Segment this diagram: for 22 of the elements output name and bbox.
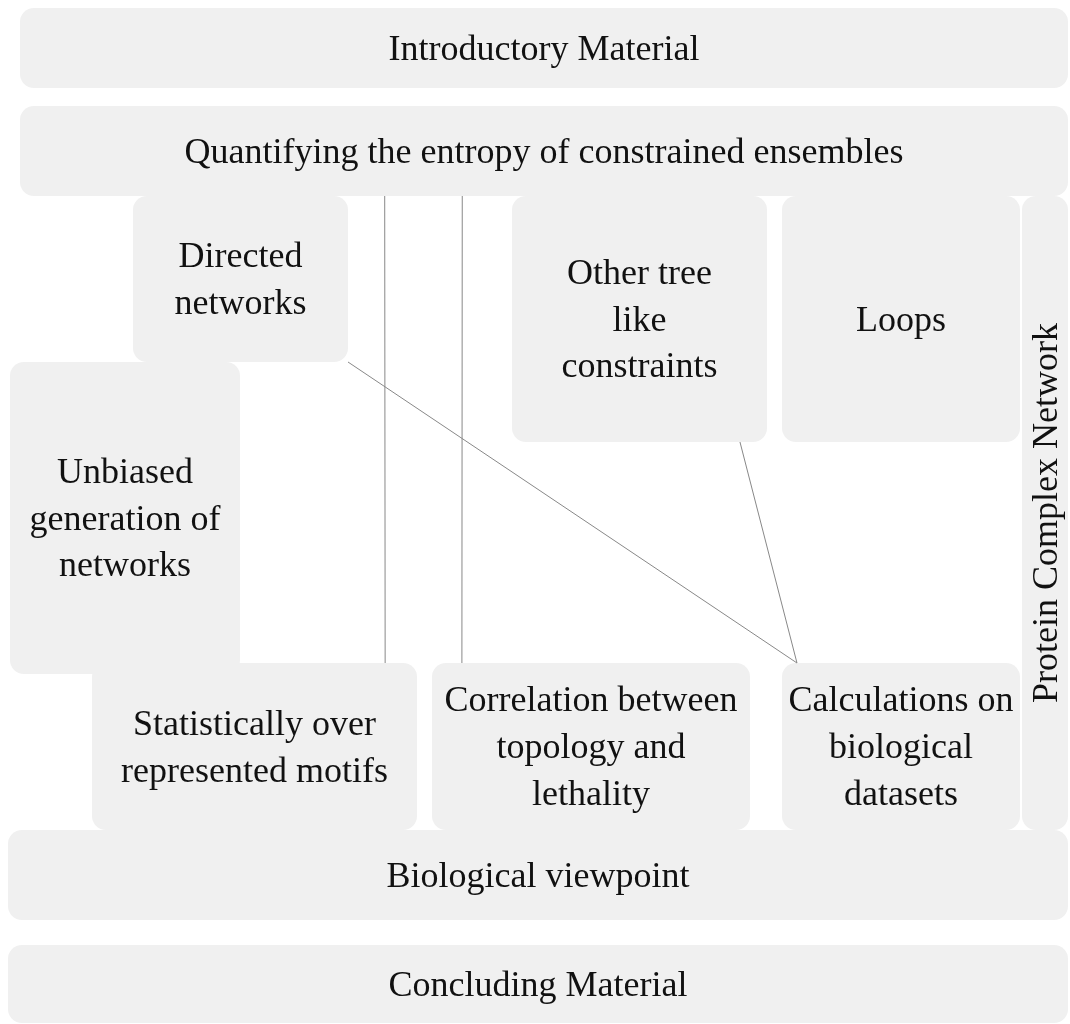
section-title: Unbiased generation of networks bbox=[28, 449, 222, 587]
section-title: Other tree like constraints bbox=[560, 250, 719, 388]
section-title: Calculations on biological datasets bbox=[788, 678, 1014, 815]
section-title: Introductory Material bbox=[388, 26, 700, 70]
section-title: Concluding Material bbox=[388, 962, 688, 1006]
section-box bbox=[432, 663, 750, 830]
section-box bbox=[92, 663, 417, 830]
connector-line bbox=[384, 195, 386, 664]
section-title: Statistically over represented motifs bbox=[120, 701, 389, 792]
section-box bbox=[133, 196, 348, 362]
section-box bbox=[512, 196, 767, 442]
section-title: Directed networks bbox=[173, 234, 308, 324]
section-title: Biological viewpoint bbox=[386, 853, 690, 897]
connector-line bbox=[739, 441, 798, 664]
section-title: Loops bbox=[856, 297, 946, 341]
connector-line bbox=[347, 361, 798, 664]
section-title: Correlation between topology and lethality bbox=[443, 678, 739, 815]
section-title: Quantifying the entropy of constrained ensembles bbox=[184, 129, 904, 173]
section-box bbox=[20, 106, 1068, 196]
connector-line bbox=[461, 195, 463, 664]
section-title: Protein Complex Network bbox=[1023, 323, 1066, 703]
section-box bbox=[782, 663, 1020, 830]
